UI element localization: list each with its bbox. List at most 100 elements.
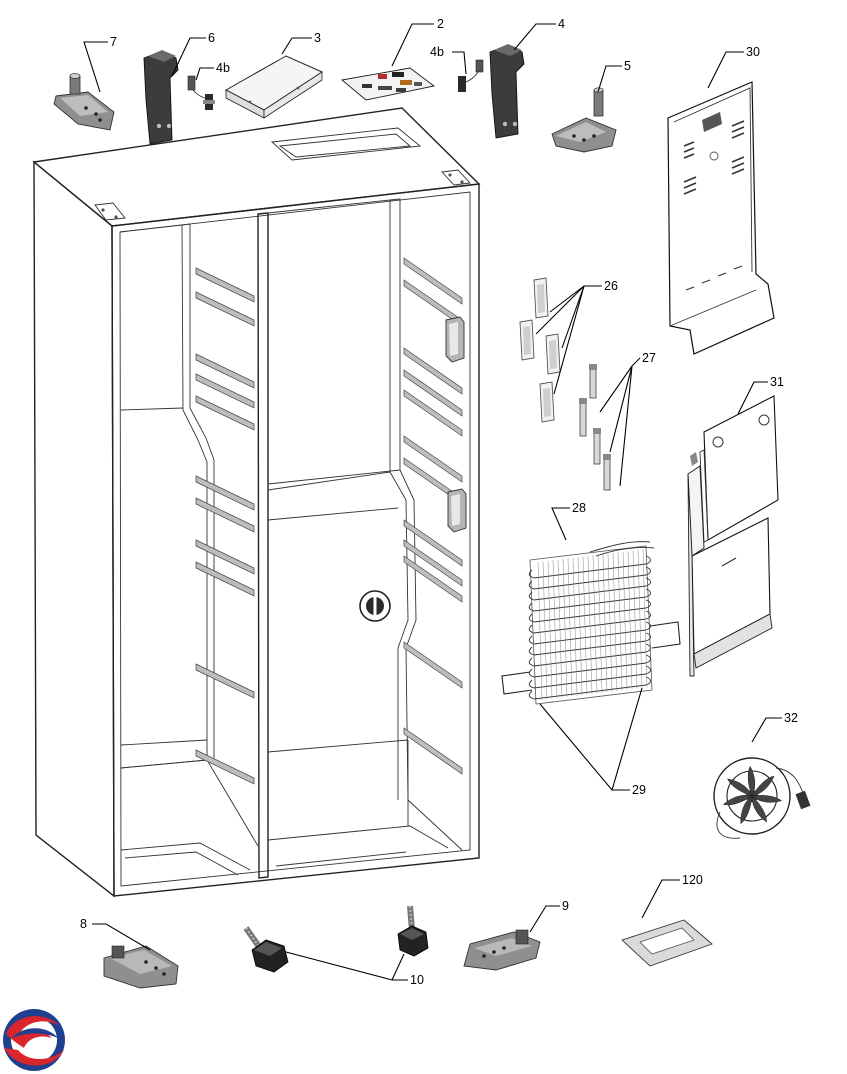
part-3-board-cover xyxy=(224,55,324,119)
shelf-rail xyxy=(195,267,255,303)
shelf-rail xyxy=(403,555,463,603)
shelf-rail xyxy=(195,291,255,327)
shelf-rail xyxy=(195,395,255,431)
coil-fin xyxy=(632,550,638,689)
callout-27: 27 xyxy=(642,351,656,365)
coil-fin xyxy=(607,553,613,692)
part-8-lower-hinge xyxy=(103,945,179,989)
coil-fin xyxy=(582,556,588,695)
callout-4: 4 xyxy=(558,17,565,31)
coil-fin xyxy=(622,551,628,690)
coil-fin xyxy=(547,560,553,699)
callout-2: 2 xyxy=(437,17,444,31)
coil-fin xyxy=(572,557,578,696)
shelf-rail xyxy=(403,347,463,395)
callout-9: 9 xyxy=(562,899,569,913)
part-4b-connector-left xyxy=(187,75,215,110)
coil-tube xyxy=(528,643,651,667)
part-4b-connector-right xyxy=(458,59,484,92)
coil-fin xyxy=(627,551,633,690)
coil-tube xyxy=(528,555,651,579)
coil-tube xyxy=(528,566,651,590)
brand-logo-icon xyxy=(3,1009,65,1071)
shelf-rail xyxy=(403,727,463,775)
callout-7: 7 xyxy=(110,35,117,49)
fan-blade xyxy=(747,765,756,797)
callout-10: 10 xyxy=(410,973,424,987)
shelf-rail xyxy=(195,539,255,575)
part-2-control-board xyxy=(340,67,436,101)
coil-fin xyxy=(592,555,598,694)
coil-fin xyxy=(612,552,618,692)
fan-blade xyxy=(751,775,775,797)
coil-fin xyxy=(642,549,648,688)
callout-29: 29 xyxy=(632,783,646,797)
shelf-rail xyxy=(195,561,255,597)
coil-tube xyxy=(528,665,651,689)
coil-tube xyxy=(528,621,651,645)
callout-5: 5 xyxy=(624,59,631,73)
coil-fin xyxy=(637,549,643,689)
cabinet xyxy=(32,107,481,898)
fan-blade xyxy=(722,794,753,806)
coil-fin xyxy=(537,561,543,701)
part-9-lower-hinge xyxy=(463,929,541,971)
shelf-rail xyxy=(195,497,255,533)
shelf-rail xyxy=(195,373,255,409)
shelf-rail xyxy=(195,749,255,785)
coil-tube xyxy=(528,632,651,656)
shelf-rail xyxy=(403,519,463,567)
shelf-rail xyxy=(403,369,463,417)
shelf-rail xyxy=(403,435,463,483)
coil-fin xyxy=(587,555,593,695)
leader-lines xyxy=(83,23,782,981)
coil-fin xyxy=(552,560,558,699)
coil-fin xyxy=(567,558,573,697)
coil-fin xyxy=(617,552,623,691)
coil-tube xyxy=(528,599,651,623)
part-30-evaporator-cover xyxy=(667,81,775,355)
coil-fin xyxy=(562,558,568,698)
part-6-hinge-cover xyxy=(143,50,179,145)
coil-fin xyxy=(577,557,583,696)
part-10-leveling-leg-left xyxy=(243,926,289,973)
coil-tube xyxy=(528,588,651,612)
callout-6: 6 xyxy=(208,31,215,45)
fan-blade xyxy=(727,778,753,797)
part-26-shelf-supports xyxy=(519,277,561,423)
shelf-rail xyxy=(403,389,463,437)
shelf-rail xyxy=(403,641,463,689)
part-32-fan-motor xyxy=(713,757,811,839)
fan-blade xyxy=(751,795,767,823)
callout-28: 28 xyxy=(572,501,586,515)
part-120-label xyxy=(621,919,713,967)
part-27-pins xyxy=(579,364,611,491)
shelf-rail xyxy=(195,353,255,389)
shelf-rail xyxy=(195,663,255,699)
part-4-hinge-cover xyxy=(489,44,525,139)
part-7-hinge-bracket xyxy=(53,73,115,131)
coil-fin xyxy=(602,554,608,693)
part-31-duct-cover xyxy=(687,395,779,677)
part-10-leveling-leg-right xyxy=(397,905,429,957)
callout-31: 31 xyxy=(770,375,784,389)
shelf-rail xyxy=(195,475,255,511)
part-28-evaporator xyxy=(501,541,681,705)
coil-fin xyxy=(597,554,603,693)
callout-8: 8 xyxy=(80,917,87,931)
fan-blade xyxy=(740,795,753,825)
callout-30: 30 xyxy=(746,45,760,59)
callout-4b-right: 4b xyxy=(430,45,444,59)
callout-120: 120 xyxy=(682,873,703,887)
callout-26: 26 xyxy=(604,279,618,293)
callout-labels: 2 3 4 4b 4b 5 6 7 8 9 10 26 27 28 29 30 … xyxy=(80,17,798,987)
shelf-rail xyxy=(403,539,463,587)
part-5-hinge-bracket xyxy=(551,87,617,153)
coil-tube xyxy=(528,577,651,601)
coil-fin xyxy=(557,559,563,698)
coil-tube xyxy=(528,676,651,700)
coil-fin xyxy=(542,561,548,700)
callout-4b-left: 4b xyxy=(216,61,230,75)
callout-32: 32 xyxy=(784,711,798,725)
